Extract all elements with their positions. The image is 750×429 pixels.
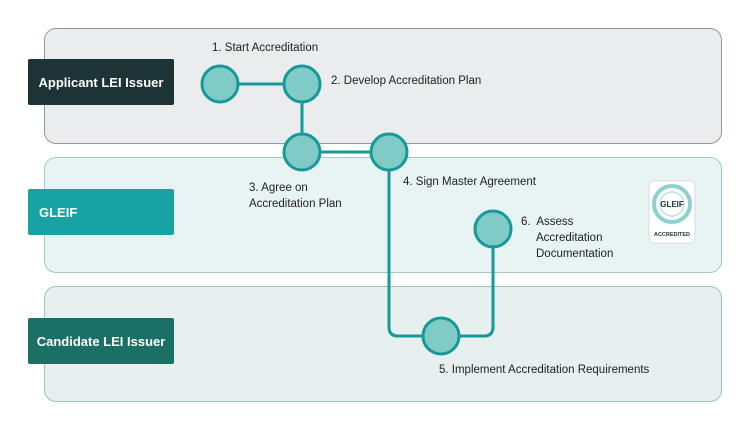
step-label-3-line2: Accreditation Plan [249, 198, 342, 210]
node-step-4 [369, 132, 409, 172]
step-label-6-line1: 6. Assess [521, 216, 574, 228]
node-step-5 [421, 316, 461, 356]
step-label-2: 2. Develop Accreditation Plan [331, 75, 482, 87]
step-label-5: 5. Implement Accreditation Requirements [439, 364, 650, 376]
lane-label-gleif: GLEIF [28, 189, 174, 235]
lane-label-candidate: Candidate LEI Issuer [28, 318, 174, 364]
badge-top-text: GLEIF [660, 200, 684, 209]
lane-label-applicant: Applicant LEI Issuer [28, 59, 174, 105]
step-label-3-line1: 3. Agree on [249, 182, 308, 194]
connector-5-6 [441, 229, 495, 338]
step-label-6-line2: Accreditation [536, 232, 603, 244]
node-step-6 [473, 209, 513, 249]
badge-bottom-text: ACCREDITED [654, 232, 690, 238]
step-label-6: 6. Assess Accreditation Documentation [521, 214, 613, 262]
step-label-6-line3: Documentation [536, 248, 614, 260]
gleif-accredited-badge: GLEIF ACCREDITED [648, 180, 696, 244]
step-label-4: 4. Sign Master Agreement [403, 176, 536, 188]
step-label-3: 3. Agree on Accreditation Plan [249, 180, 342, 212]
node-step-1 [200, 64, 240, 104]
node-step-2 [282, 64, 322, 104]
node-step-3 [282, 132, 322, 172]
step-label-1: 1. Start Accreditation [212, 42, 319, 54]
connector-4-5 [387, 152, 441, 338]
